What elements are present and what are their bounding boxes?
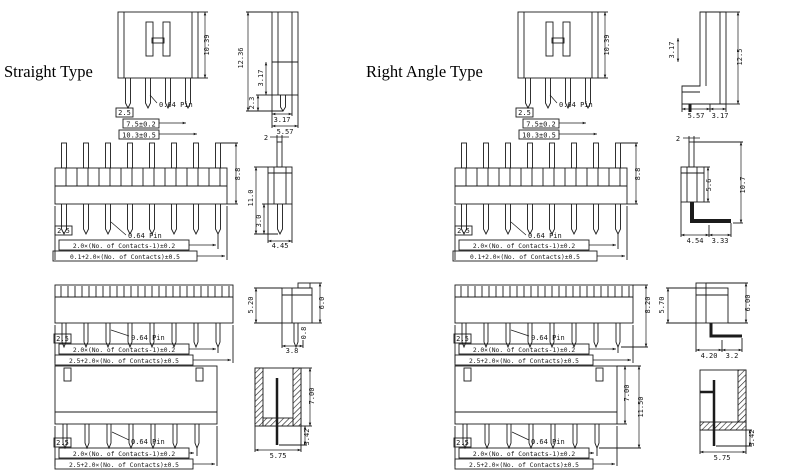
formula-straight-row3-total: 2.5+2.0×(No. of Contacts)±0.5	[69, 358, 179, 365]
drawing-labels: Straight Type Right Angle Type 10.39 2.5…	[4, 34, 756, 469]
dim-straight-row1-width-outer: 10.3±0.5	[122, 132, 156, 140]
dim-ra-row1-side-top: 3.17	[668, 42, 676, 59]
dim-ra-row4-total-height: 11.50	[637, 396, 645, 417]
dim-ra-row4-side-pin: 3.42	[748, 430, 756, 447]
pin-size-label-ra-row3: 0.64 Pin	[531, 334, 565, 342]
dim-ra-row1-width-inner: 7.5±0.2	[526, 121, 556, 129]
dim-ra-row4-side-depth: 5.75	[714, 454, 731, 462]
dim-straight-row4-side-height: 7.00	[308, 388, 316, 405]
formula-ra-row3-pitch-span: 2.0×(No. of Contacts-1)±0.2	[473, 347, 576, 354]
pin-size-label-ra-row2: 0.64 Pin	[528, 232, 562, 240]
dim-ra-row1-height: 10.39	[603, 34, 611, 55]
dim-straight-row3-side-body: 5.20	[247, 297, 255, 314]
dim-ra-row2-side-post: 2	[676, 135, 680, 143]
dim-straight-row1-side-width-outer: 5.57	[277, 128, 294, 136]
dim-ra-row2-height: 8.8	[634, 168, 642, 181]
dim-ra-row3-side-depth2: 3.2	[726, 352, 739, 360]
right-angle-row1-side-view	[676, 11, 740, 112]
dim-straight-row3-side-total: 6.0	[318, 297, 326, 310]
formula-straight-row2-total: 0.1+2.0×(No. of Contacts)±0.5	[70, 254, 180, 261]
dim-ra-row2-side-depth2: 3.33	[712, 237, 729, 245]
dim-ra-row1-width-outer: 10.3±0.5	[522, 132, 556, 140]
right-angle-row4-side-view	[699, 369, 752, 454]
straight-row3-side-view	[254, 282, 322, 348]
dim-straight-row4-pitch: 2.5	[56, 439, 69, 447]
right-angle-row2-side-view	[680, 136, 743, 237]
dim-ra-row3-side-total: 6.00	[744, 295, 752, 312]
formula-straight-row4-total: 2.5+2.0×(No. of Contacts)±0.5	[69, 462, 179, 469]
dim-straight-row2-side-post: 2	[264, 134, 268, 142]
title-right-angle-type: Right Angle Type	[366, 62, 483, 81]
formula-straight-row3-pitch-span: 2.0×(No. of Contacts-1)±0.2	[73, 347, 176, 354]
dim-straight-row1-side-upper: 3.17	[257, 70, 265, 87]
dim-straight-row3-side-depth: 3.8	[286, 347, 299, 355]
dim-ra-row2-side-height: 10.7	[739, 177, 747, 194]
dim-ra-row2-side-mid: 5.6	[705, 179, 713, 192]
dim-ra-row4-height: 7.00	[623, 385, 631, 402]
dim-straight-row1-side-width-inner: 3.17	[274, 116, 291, 124]
dim-straight-row1-side-pin: 2.3	[248, 97, 256, 110]
title-straight-type: Straight Type	[4, 62, 93, 81]
formula-ra-row2-pitch-span: 2.0×(No. of Contacts-1)±0.2	[473, 243, 576, 250]
pin-size-label-ra-row1: 0.64 Pin	[559, 101, 593, 109]
formula-ra-row3-total: 2.5+2.0×(No. of Contacts)±0.5	[469, 358, 579, 365]
formula-ra-row2-total: 0.1+2.0×(No. of Contacts)±0.5	[470, 254, 580, 261]
dim-ra-row1-side-depth1: 5.57	[688, 112, 705, 120]
dim-ra-row4-pitch: 2.5	[456, 439, 469, 447]
pin-size-label-straight-row1: 0.64 Pin	[159, 101, 193, 109]
pin-size-label-straight-row2: 0.64 Pin	[128, 232, 162, 240]
dim-ra-row1-side-height: 12.5	[736, 49, 744, 66]
dim-straight-row4-side-depth: 5.75	[270, 452, 287, 460]
dim-straight-row3-pitch: 2.5	[56, 335, 69, 343]
dim-ra-row3-side-depth1: 4.20	[701, 352, 718, 360]
straight-row2-side-view	[254, 135, 293, 243]
straight-row4-side-view	[254, 367, 312, 452]
dim-straight-row3-side-pin-width: 0.8	[300, 327, 308, 340]
dim-ra-row1-pitch: 2.5	[518, 109, 531, 117]
dim-ra-row2-side-depth1: 4.54	[687, 237, 704, 245]
dim-straight-row1-width-inner: 7.5±0.2	[126, 121, 156, 129]
formula-ra-row4-pitch-span: 2.0×(No. of Contacts-1)±0.2	[473, 451, 576, 458]
pin-size-label-straight-row3: 0.64 Pin	[131, 334, 165, 342]
dim-straight-row2-side-pin: 3.0	[255, 215, 263, 228]
dim-straight-row2-side-depth: 4.45	[272, 242, 289, 250]
formula-straight-row2-pitch-span: 2.0×(No. of Contacts-1)±0.2	[73, 243, 176, 250]
dim-ra-row3-pitch: 2.5	[456, 335, 469, 343]
dim-straight-row1-pitch: 2.5	[118, 109, 131, 117]
dim-straight-row1-height: 10.39	[203, 34, 211, 55]
straight-row1-side-view	[246, 11, 299, 128]
pin-size-label-straight-row4: 0.64 Pin	[131, 438, 165, 446]
dim-ra-row1-side-depth2: 3.17	[712, 112, 729, 120]
formula-ra-row4-total: 2.5+2.0×(No. of Contacts)±0.5	[469, 462, 579, 469]
formula-straight-row4-pitch-span: 2.0×(No. of Contacts-1)±0.2	[73, 451, 176, 458]
dim-straight-row4-side-pin: 3.42	[303, 429, 311, 446]
dim-straight-row2-pitch: 2.5	[57, 227, 70, 235]
dim-straight-row2-height: 8.8	[234, 168, 242, 181]
right-angle-front-dimensions	[599, 284, 648, 449]
right-angle-row3-side-view	[666, 282, 748, 352]
dim-ra-row3-side-body: 5.70	[658, 297, 666, 314]
dim-ra-row3-height: 8.20	[644, 297, 652, 314]
dim-ra-row2-pitch: 2.5	[457, 227, 470, 235]
drawing-linework	[53, 12, 752, 469]
pin-size-label-ra-row4: 0.64 Pin	[531, 438, 565, 446]
dim-straight-row2-side-height: 11.0	[247, 190, 255, 207]
dim-straight-row1-side-total: 12.36	[237, 47, 245, 68]
